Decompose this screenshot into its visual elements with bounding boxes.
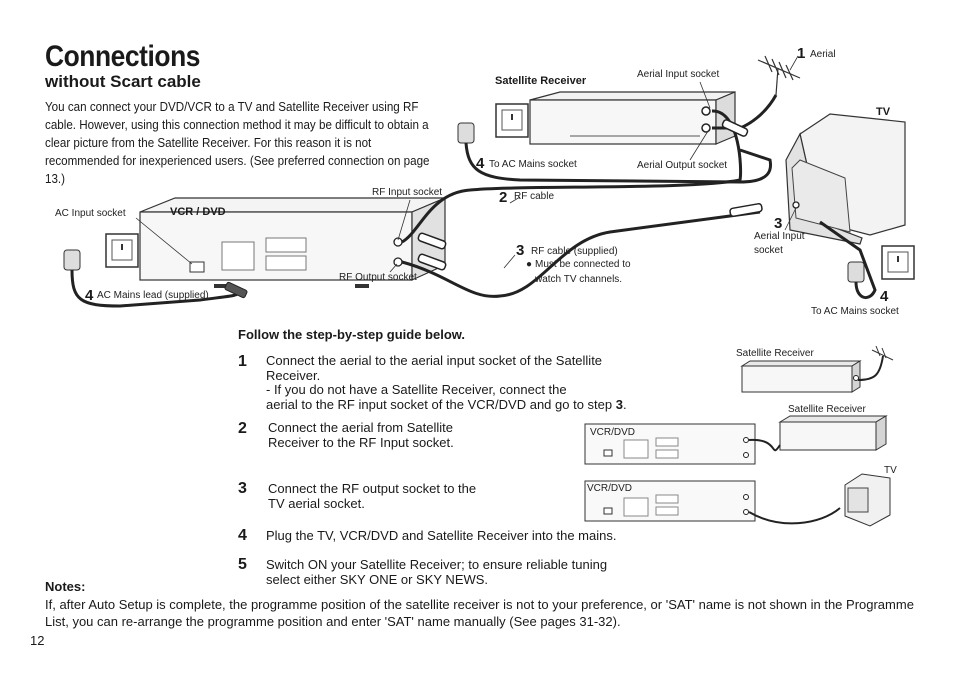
- label-vcr-dvd: VCR / DVD: [170, 206, 226, 218]
- step-5-number: 5: [238, 556, 247, 573]
- label-must-connect-1: Must be connected to: [535, 259, 631, 270]
- notes-heading: Notes:: [45, 579, 86, 594]
- mini-vcr-1: [584, 423, 781, 465]
- label-must-connect-2: watch TV channels.: [535, 274, 623, 285]
- label-rf-output-socket: RF Output socket: [339, 272, 417, 283]
- label-satellite-receiver: Satellite Receiver: [495, 75, 587, 87]
- notes-text: If, after Auto Setup is complete, the pr…: [45, 597, 914, 629]
- label-ac-input-socket: AC Input socket: [55, 208, 126, 219]
- step-2-text: Connect the aerial from Satellite Receiv…: [268, 420, 454, 450]
- label-aerial-input-2b: socket: [754, 245, 783, 256]
- mini-label-vcr-1: VCR/DVD: [590, 427, 636, 438]
- mini-label-tv: TV: [884, 465, 897, 476]
- step-3-number: 3: [238, 480, 247, 497]
- mini-vcr-2: [584, 480, 841, 525]
- tv-illustration: [785, 113, 906, 245]
- aerial-illustration: [757, 55, 801, 96]
- mini-satellite-receiver-2: [778, 415, 888, 451]
- label-num-4c: 4: [880, 288, 889, 305]
- wall-socket-3: [881, 245, 915, 280]
- page-number: 12: [30, 633, 45, 648]
- step-4-text: Plug the TV, VCR/DVD and Satellite Recei…: [266, 528, 617, 543]
- step-3-text: Connect the RF output socket to the TV a…: [268, 481, 477, 511]
- bullet-icon: ●: [526, 259, 533, 270]
- label-rf-cable-supplied: RF cable (supplied): [531, 246, 618, 257]
- guide-heading: Follow the step-by-step guide below.: [238, 327, 466, 342]
- mini-label-sat-1: Satellite Receiver: [736, 348, 814, 359]
- step-4-number: 4: [238, 527, 247, 544]
- label-aerial-input-2a: Aerial Input: [754, 231, 805, 242]
- satellite-receiver-illustration: [529, 91, 736, 145]
- label-to-ac-mains-2: To AC Mains socket: [811, 306, 899, 317]
- step-2-number: 2: [238, 420, 247, 437]
- label-ac-mains-lead: AC Mains lead (supplied): [97, 290, 209, 301]
- label-rf-input-socket: RF Input socket: [372, 187, 443, 198]
- label-num-1: 1: [797, 45, 806, 62]
- step-1-number: 1: [238, 353, 247, 370]
- mini-label-sat-2: Satellite Receiver: [788, 404, 866, 415]
- label-aerial: Aerial: [810, 49, 836, 60]
- page-title: Connections: [45, 40, 201, 73]
- wall-socket-2: [105, 233, 139, 268]
- mini-satellite-receiver-1: [740, 345, 894, 393]
- label-tv: TV: [876, 106, 891, 118]
- label-num-4a: 4: [476, 155, 485, 172]
- label-num-3a: 3: [774, 215, 783, 232]
- label-num-4b: 4: [85, 287, 94, 304]
- label-to-ac-mains-1: To AC Mains socket: [489, 159, 577, 170]
- label-rf-cable: RF cable: [514, 191, 555, 202]
- mini-tv: [844, 473, 891, 527]
- label-num-2: 2: [499, 189, 508, 206]
- step-5-text: Switch ON your Satellite Receiver; to en…: [266, 557, 608, 587]
- label-aerial-input-socket: Aerial Input socket: [637, 69, 720, 80]
- label-aerial-output-socket: Aerial Output socket: [637, 160, 728, 171]
- intro-text: You can connect your DVD/VCR to a TV and…: [45, 100, 430, 186]
- step-1-text: Connect the aerial to the aerial input s…: [266, 353, 627, 412]
- wall-socket-1: [495, 103, 529, 138]
- mini-label-vcr-2: VCR/DVD: [587, 483, 633, 494]
- label-num-3b: 3: [516, 242, 525, 259]
- page-subtitle: without Scart cable: [45, 72, 201, 91]
